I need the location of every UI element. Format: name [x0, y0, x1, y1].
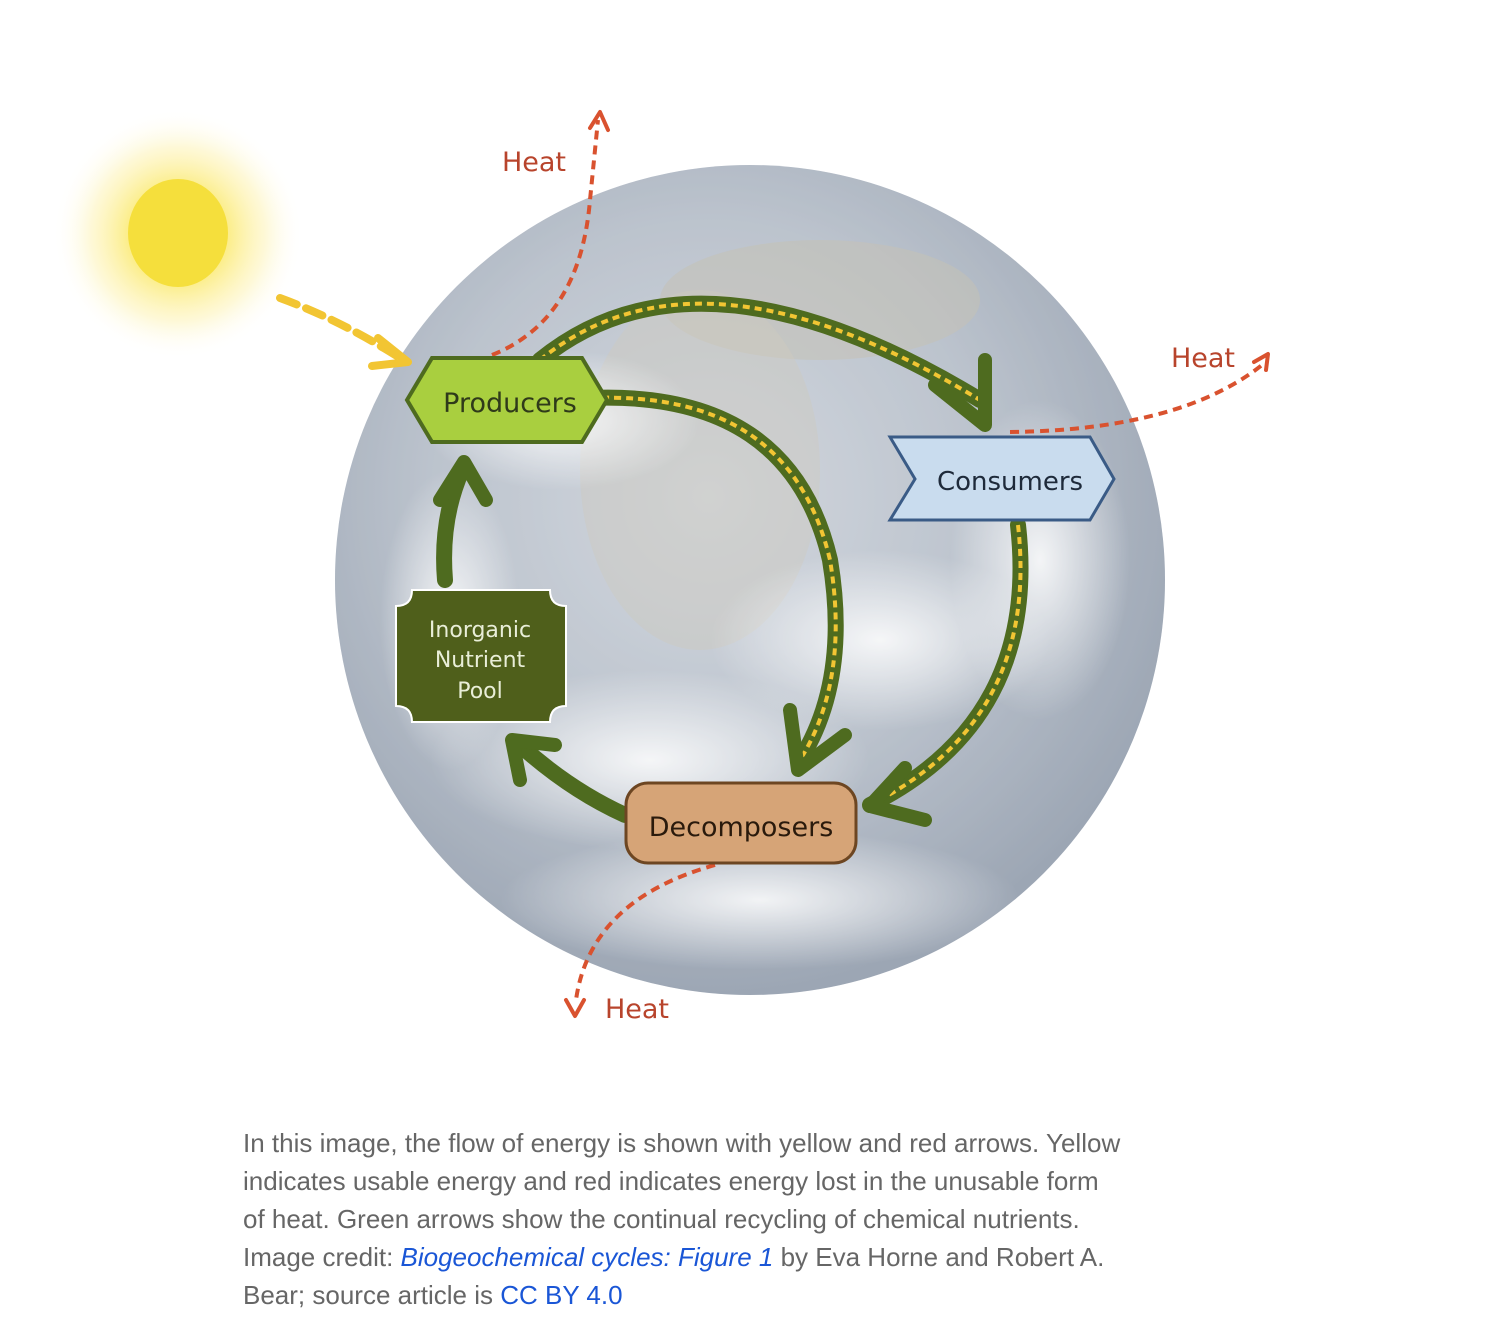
- sunlight-arrowhead: [368, 334, 412, 370]
- decomposers-label: Decomposers: [649, 812, 834, 843]
- figure-source-link[interactable]: Biogeochemical cycles: Figure 1: [400, 1242, 774, 1272]
- figure-caption: In this image, the flow of energy is sho…: [243, 1124, 1123, 1314]
- sun: [53, 109, 303, 359]
- producers-label: Producers: [443, 388, 577, 419]
- arrow-consumers-to-decomposers: [862, 517, 1029, 827]
- sunlight-arrow: [276, 294, 404, 362]
- decomposers-node: Decomposers: [624, 781, 858, 865]
- caption-text-1: In this image, the flow of energy is sho…: [243, 1128, 1121, 1272]
- nutrient-pool-node: Inorganic Nutrient Pool: [395, 589, 567, 723]
- consumers-node: Consumers: [887, 435, 1116, 522]
- heat-arrow-top: [491, 110, 610, 357]
- heat-arrow-right: [1009, 352, 1270, 434]
- heat-label-bottom: Heat: [605, 994, 669, 1025]
- arrow-nutrient-pool-to-producers: [433, 455, 493, 588]
- heat-arrow-bottom: [564, 863, 716, 1018]
- sun-disc: [128, 179, 228, 287]
- nutrient-pool-label-line-1: Inorganic: [429, 618, 531, 643]
- earth-globe: [335, 165, 1165, 995]
- arrow-producers-to-consumers: [532, 295, 992, 432]
- consumers-label: Consumers: [937, 467, 1083, 497]
- license-link[interactable]: CC BY 4.0: [500, 1280, 623, 1310]
- energy-flow-diagram: Producers Consumers Decomposers Inorgani…: [53, 109, 1270, 1025]
- heat-label-top: Heat: [502, 147, 566, 178]
- nutrient-pool-label-line-2: Nutrient: [435, 648, 526, 673]
- caption-text-2: by Eva Horne and Robert A. Bear; source …: [243, 1242, 1105, 1310]
- nutrient-pool-label-line-3: Pool: [457, 679, 503, 704]
- arrow-decomposers-to-nutrient-pool: [505, 733, 633, 823]
- arrow-producers-to-decomposers: [582, 389, 852, 777]
- producers-node: Producers: [404, 356, 610, 444]
- heat-label-right: Heat: [1171, 343, 1235, 374]
